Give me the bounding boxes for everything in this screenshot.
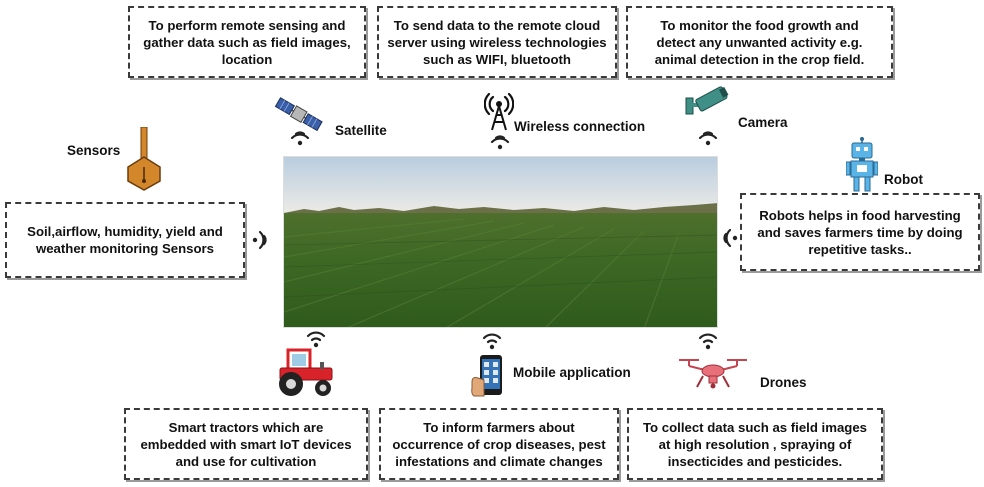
sensors-label: Sensors xyxy=(67,143,121,158)
sensors-description-box: Soil,airflow, humidity, yield and weathe… xyxy=(5,202,245,278)
wifi-signal-icon xyxy=(482,333,502,350)
box-line: embedded with smart IoT devices xyxy=(140,436,352,452)
box-line: To perform remote sensing and xyxy=(148,17,346,33)
satellite-icon xyxy=(274,97,323,132)
mobile-description-box: To inform farmers about occurrence of cr… xyxy=(379,408,619,480)
wifi-signal-icon xyxy=(723,228,738,248)
drone-icon xyxy=(679,359,747,389)
smartphone-icon xyxy=(471,355,502,397)
antenna-tower-icon xyxy=(484,92,514,131)
cctv-camera-icon xyxy=(685,86,729,115)
soil-sensor-icon xyxy=(127,127,161,191)
box-line: To monitor the food growth and xyxy=(660,17,859,33)
crop-field-photo xyxy=(283,156,718,328)
box-line: and use for cultivation xyxy=(175,453,317,469)
crop-field-image xyxy=(284,157,717,327)
box-line: To inform farmers about xyxy=(423,419,575,435)
satellite-label: Satellite xyxy=(335,123,387,138)
box-line: infestations and climate changes xyxy=(395,453,603,469)
satellite-description-box: To perform remote sensing and gather dat… xyxy=(128,6,366,78)
box-line: server using wireless technologies xyxy=(387,34,607,50)
box-line: at high resolution , spraying of xyxy=(658,436,852,452)
mobile-application-label: Mobile application xyxy=(513,365,631,380)
box-line: To collect data such as field images xyxy=(642,419,867,435)
tractor-description-box: Smart tractors which are embedded with s… xyxy=(124,408,368,480)
drones-label: Drones xyxy=(760,375,807,390)
robot-icon xyxy=(846,137,878,192)
wifi-signal-icon xyxy=(490,135,510,150)
box-line: and saves farmers time by doing xyxy=(757,224,963,240)
camera-description-box: To monitor the food growth and detect an… xyxy=(626,6,893,78)
box-line: such as WIFI, bluetooth xyxy=(423,51,571,67)
box-line: Smart tractors which are xyxy=(168,419,324,435)
box-line: occurrence of crop diseases, pest xyxy=(392,436,606,452)
box-line: To send data to the remote cloud xyxy=(393,17,601,33)
camera-label: Camera xyxy=(738,115,788,130)
wifi-signal-icon xyxy=(290,131,310,146)
box-line: weather monitoring Sensors xyxy=(35,241,215,256)
box-line: location xyxy=(221,51,273,67)
box-line: gather data such as field images, xyxy=(143,34,351,50)
robot-description-box: Robots helps in food harvesting and save… xyxy=(740,193,980,271)
box-line: animal detection in the crop field. xyxy=(654,51,865,67)
drones-description-box: To collect data such as field images at … xyxy=(627,408,883,480)
box-line: detect any unwanted activity e.g. xyxy=(656,34,863,50)
box-line: Robots helps in food harvesting xyxy=(759,207,961,223)
wifi-signal-icon xyxy=(306,331,326,348)
wifi-signal-icon xyxy=(252,230,267,250)
wifi-signal-icon xyxy=(698,333,718,350)
robot-label: Robot xyxy=(884,172,923,187)
box-line: Soil,airflow, humidity, yield and xyxy=(27,224,223,239)
wifi-signal-icon xyxy=(698,131,718,146)
wireless-description-box: To send data to the remote cloud server … xyxy=(377,6,617,78)
wireless-connection-label: Wireless connection xyxy=(514,119,646,134)
box-line: repetitive tasks.. xyxy=(808,241,912,257)
box-line: insecticides and pesticides. xyxy=(667,453,843,469)
tractor-icon xyxy=(279,348,333,396)
